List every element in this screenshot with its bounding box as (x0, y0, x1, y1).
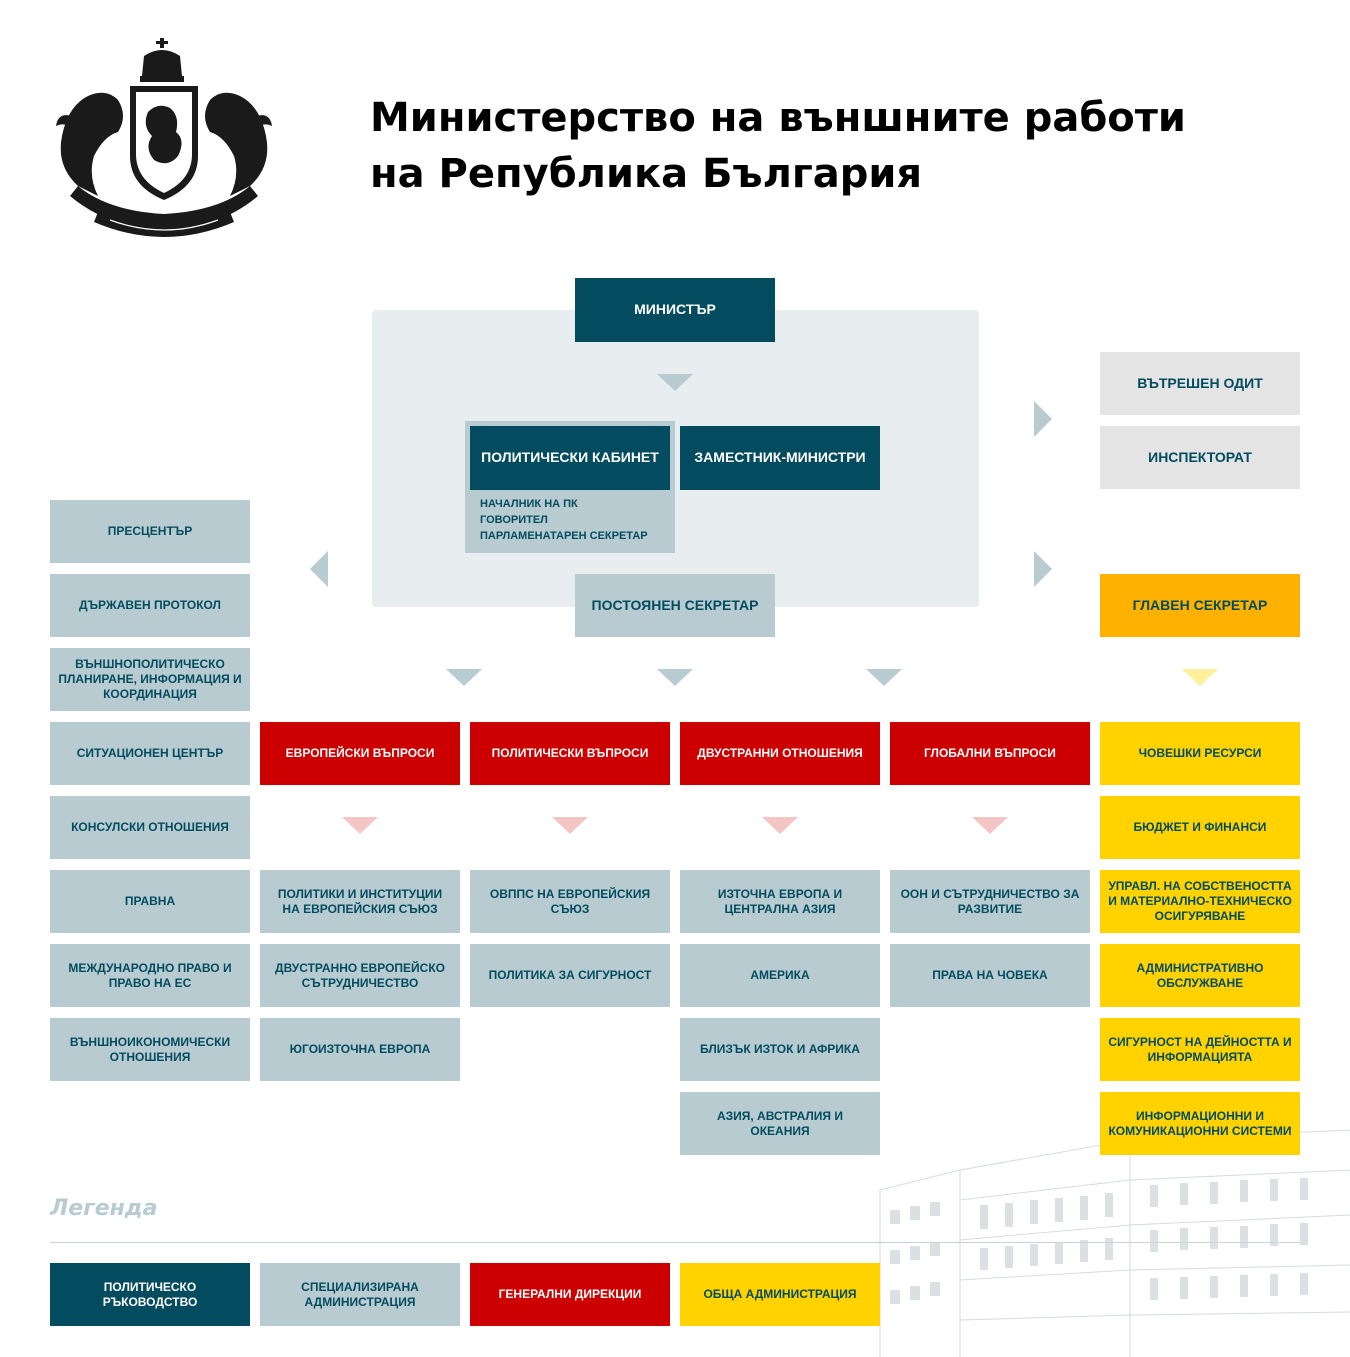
page-title: Министерство на външните работи на Репуб… (370, 90, 1186, 202)
directorate-unit-box[interactable]: ПРАВА НА ЧОВЕКА (890, 944, 1090, 1007)
left-unit-box[interactable]: ПРЕСЦЕНТЪР (50, 500, 250, 563)
directorate-unit-box[interactable]: ЮГОИЗТОЧНА ЕВРОПА (260, 1018, 460, 1081)
cabinet-member: ПАРЛАМЕНАТАРЕН СЕКРЕТАР (480, 530, 648, 542)
left-unit-box[interactable]: МЕЖДУНАРОДНО ПРАВО И ПРАВО НА ЕС (50, 944, 250, 1007)
admin-unit-box[interactable]: УПРАВЛ. НА СОБСТВЕНОСТТА И МАТЕРИАЛНО-ТЕ… (1100, 870, 1300, 933)
arrow-down-icon (1182, 669, 1218, 686)
legend-divider (50, 1242, 1300, 1243)
arrow-down-icon (762, 817, 798, 834)
arrow-down-icon (552, 817, 588, 834)
title-line-1: Министерство на външните работи (370, 95, 1186, 141)
directorate-unit-box[interactable]: ООН И СЪТРУДНИЧЕСТВО ЗА РАЗВИТИЕ (890, 870, 1090, 933)
directorate-unit-box[interactable]: ОВППС НА ЕВРОПЕЙСКИЯ СЪЮЗ (470, 870, 670, 933)
minister-box[interactable]: МИНИСТЪР (575, 278, 775, 342)
left-unit-box[interactable]: КОНСУЛСКИ ОТНОШЕНИЯ (50, 796, 250, 859)
cabinet-member: НАЧАЛНИК НА ПК (480, 498, 578, 510)
arrow-down-icon (972, 817, 1008, 834)
left-unit-box[interactable]: ДЪРЖАВЕН ПРОТОКОЛ (50, 574, 250, 637)
ministry-building-illustration (879, 1129, 1350, 1357)
cabinet-members-list: НАЧАЛНИК НА ПК ГОВОРИТЕЛ ПАРЛАМЕНАТАРЕН … (480, 496, 648, 544)
arrow-down-icon (657, 669, 693, 686)
arrow-down-icon (342, 817, 378, 834)
directorate-unit-box[interactable]: АМЕРИКА (680, 944, 880, 1007)
title-line-2: на Република България (370, 151, 923, 197)
directorate-unit-box[interactable]: ПОЛИТИКА ЗА СИГУРНОСТ (470, 944, 670, 1007)
directorate-unit-box[interactable]: АЗИЯ, АВСТРАЛИЯ И ОКЕАНИЯ (680, 1092, 880, 1155)
arrow-down-icon (657, 374, 693, 391)
directorate-unit-box[interactable]: БЛИЗЪК ИЗТОК И АФРИКА (680, 1018, 880, 1081)
political-cabinet-box[interactable]: ПОЛИТИЧЕСКИ КАБИНЕТ (470, 426, 670, 490)
chief-secretary-box[interactable]: ГЛАВЕН СЕКРЕТАР (1100, 574, 1300, 637)
arrow-left-icon (310, 551, 328, 587)
admin-unit-box[interactable]: БЮДЖЕТ И ФИНАНСИ (1100, 796, 1300, 859)
cabinet-member: ГОВОРИТЕЛ (480, 514, 548, 526)
directorate-bilateral-box[interactable]: ДВУСТРАННИ ОТНОШЕНИЯ (680, 722, 880, 785)
arrow-down-icon (866, 669, 902, 686)
legend-political-leadership: ПОЛИТИЧЕСКО РЪКОВОДСТВО (50, 1263, 250, 1326)
left-unit-box[interactable]: ПРАВНА (50, 870, 250, 933)
admin-unit-box[interactable]: ЧОВЕШКИ РЕСУРСИ (1100, 722, 1300, 785)
directorate-european-box[interactable]: ЕВРОПЕЙСКИ ВЪПРОСИ (260, 722, 460, 785)
leadership-panel (372, 310, 979, 607)
left-unit-box[interactable]: ВЪНШНОПОЛИТИЧЕСКО ПЛАНИРАНЕ, ИНФОРМАЦИЯ … (50, 648, 250, 711)
admin-unit-box[interactable]: ИНФОРМАЦИОННИ И КОМУНИКАЦИОННИ СИСТЕМИ (1100, 1092, 1300, 1155)
legend-general-directorates: ГЕНЕРАЛНИ ДИРЕКЦИИ (470, 1263, 670, 1326)
directorate-global-box[interactable]: ГЛОБАЛНИ ВЪПРОСИ (890, 722, 1090, 785)
arrow-right-icon (1034, 551, 1052, 587)
left-unit-box[interactable]: ВЪНШНОИКОНОМИЧЕСКИ ОТНОШЕНИЯ (50, 1018, 250, 1081)
admin-unit-box[interactable]: АДМИНИСТРАТИВНО ОБСЛУЖВАНЕ (1100, 944, 1300, 1007)
admin-unit-box[interactable]: СИГУРНОСТ НА ДЕЙНОСТТА И ИНФОРМАЦИЯТА (1100, 1018, 1300, 1081)
permanent-secretary-box[interactable]: ПОСТОЯНЕН СЕКРЕТАР (575, 574, 775, 637)
legend-title: Легенда (50, 1196, 158, 1221)
inspectorate-box[interactable]: ИНСПЕКТОРАТ (1100, 426, 1300, 489)
directorate-unit-box[interactable]: ДВУСТРАННО ЕВРОПЕЙСКО СЪТРУДНИЧЕСТВО (260, 944, 460, 1007)
directorate-political-box[interactable]: ПОЛИТИЧЕСКИ ВЪПРОСИ (470, 722, 670, 785)
legend-general-administration: ОБЩА АДМИНИСТРАЦИЯ (680, 1263, 880, 1326)
directorate-unit-box[interactable]: ИЗТОЧНА ЕВРОПА И ЦЕНТРАЛНА АЗИЯ (680, 870, 880, 933)
directorate-unit-box[interactable]: ПОЛИТИКИ И ИНСТИТУЦИИ НА ЕВРОПЕЙСКИЯ СЪЮ… (260, 870, 460, 933)
arrow-right-icon (1034, 401, 1052, 437)
left-unit-box[interactable]: СИТУАЦИОНЕН ЦЕНТЪР (50, 722, 250, 785)
coat-of-arms-emblem (56, 38, 272, 237)
deputy-ministers-box[interactable]: ЗАМЕСТНИК-МИНИСТРИ (680, 426, 880, 490)
arrow-down-icon (446, 669, 482, 686)
internal-audit-box[interactable]: ВЪТРЕШЕН ОДИТ (1100, 352, 1300, 415)
legend-specialized-administration: СПЕЦИАЛИЗИРАНА АДМИНИСТРАЦИЯ (260, 1263, 460, 1326)
